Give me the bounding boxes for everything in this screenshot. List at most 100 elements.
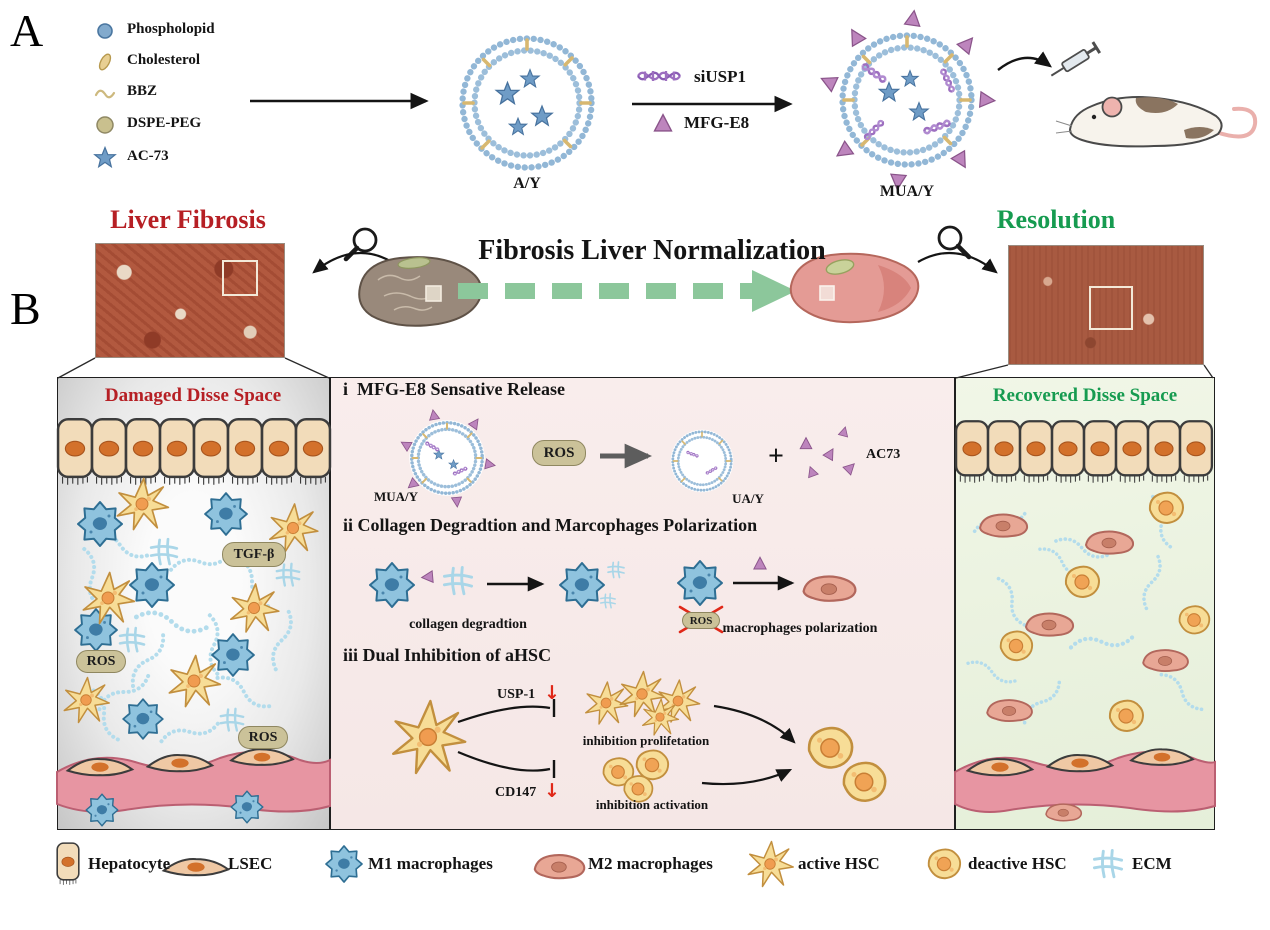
m1-macrophage-icon [77,501,123,547]
active-hsc-icon [392,699,467,775]
m2-macrophage-icon [533,853,586,880]
m1-macrophage-icon [204,492,248,536]
m2-macrophage-icon [1085,530,1135,555]
active-hsc-icon [63,676,110,724]
released-ac73-label: AC73 [866,447,901,462]
plus-sign: + [768,441,784,472]
liposome-muay [817,8,997,191]
deactive-hsc-icon [1178,605,1211,635]
active-hsc-icon [116,477,170,531]
m1-macrophage-icon [211,633,255,677]
ecm-fragment-icon [600,593,616,609]
resolved-histology-image [1008,245,1204,365]
hepatocyte-icon [260,417,298,487]
hepatocyte-icon [294,417,332,487]
syringe-icon [1046,40,1102,83]
usp1-inhibition-line [457,705,551,724]
liposome-ay [458,34,596,172]
muay-small-label: MUA/Y [373,489,419,504]
mechanism-step3-heading: iii Dual Inhibition of aHSC [343,645,552,665]
hepatocyte-icon [1050,420,1086,484]
liposome-uay-small [669,428,735,494]
m1-macrophage-icon [85,793,119,827]
panel-a-legend-icons [94,23,116,168]
m2-macrophage-icon [979,513,1029,538]
active-hsc-icon [747,840,794,888]
cd147-inhibition-line [457,750,551,772]
cholesterol-icon [98,53,112,71]
mfge8-triangle-icon [420,570,434,584]
lsec-icon [162,857,230,877]
legend-label-phospholipid: Phospholopid [127,21,215,37]
deactive-hsc-icon [1148,491,1184,524]
usp1-label: USP-1 [497,687,536,702]
legend-label-dspe-peg: DSPE-PEG [127,115,202,131]
released-ac73-triangles [799,425,859,479]
panel-a-letter: A [10,5,44,56]
to-deactivated-arrow [701,769,793,786]
zoom-arrow-left [312,251,393,274]
cd147-label: CD147 [495,785,537,800]
damaged-disse-title: Damaged Disse Space [104,385,282,406]
mfge8-label: MFG-E8 [684,113,750,132]
legend-label-m2: M2 macrophages [588,854,713,873]
hepatocyte-icon [986,420,1022,484]
hepatocyte-icon [56,417,94,487]
legend-label-ac73: AC-73 [127,148,169,164]
zoom-arrow-right [917,251,998,274]
phospholipid-icon [97,23,113,39]
legend-label-m1: M1 macrophages [368,854,493,873]
sirna-label: siUSP1 [694,67,746,86]
mfge8-triangle-icon [956,32,979,55]
hepatocyte-icon [192,417,230,487]
mfge8-triangle-icon [903,8,923,27]
sirna-helix-icon [636,69,682,83]
legend-label-bbz: BBZ [127,83,158,99]
hepatocyte-icon [124,417,162,487]
recovered-disse-title: Recovered Disse Space [992,385,1178,406]
m2-macrophage-icon [986,699,1033,723]
legend-label-hepatocyte: Hepatocyte [88,854,171,873]
legend-label-ecm: ECM [1132,854,1172,873]
panel-b-letter: B [10,283,41,334]
hepatocyte-icon [226,417,264,487]
ros-badge: ROS [76,650,126,673]
legend-label-cholesterol: Cholesterol [127,52,201,68]
normalization-arrow-head [752,270,796,312]
m2-macrophage-icon [1025,612,1075,637]
deactive-hsc-icon [999,630,1034,662]
hepatocyte-icon [1146,420,1182,484]
m1-macrophage-icon [122,698,164,740]
deactive-hsc-icon [1064,565,1100,598]
uay-small-label: UA/Y [732,491,764,506]
m1-macrophage-icon [230,790,264,824]
hepatocyte-icon [1178,420,1214,484]
ros-badge: ROS [238,726,288,749]
legend-label-active-hsc: active HSC [798,854,880,873]
dspe-peg-icon [96,116,114,134]
m2-macrophage-icon [1142,649,1189,673]
mechanism-step1-heading: i MFG-E8 Sensative Release [343,379,565,399]
mfge8-triangle-icon [844,25,867,47]
deactive-hsc-icon [842,761,887,802]
ac73-star-icon [94,146,116,168]
m1-macrophage-icon [369,562,415,608]
mfge8-triangle-icon [979,91,997,109]
hepatocyte-icon [954,420,990,484]
m1-macrophage-icon [74,608,118,652]
legend-label-lsec: LSEC [228,854,273,873]
macrophage-polarization-caption: macrophages polarization [722,621,878,636]
lsec-icon [1046,753,1114,773]
liver-fibrosis-title: Liver Fibrosis [110,205,266,234]
liposome-icon [838,31,976,169]
liposome-ay-label: A/Y [513,175,541,192]
m1-macrophage-icon [325,845,363,883]
hepatocyte-icon [56,842,80,886]
to-deactivated-arrow [713,704,796,744]
mechanism-step2-heading: ii Collagen Degradtion and Marcophages P… [343,515,758,535]
inhibition-activation-caption: inhibition activation [595,797,709,812]
hepatocyte-icon [1114,420,1150,484]
legend-label-deactive-hsc: deactive HSC [968,854,1067,873]
liposome-muay-label: MUA/Y [879,183,935,200]
